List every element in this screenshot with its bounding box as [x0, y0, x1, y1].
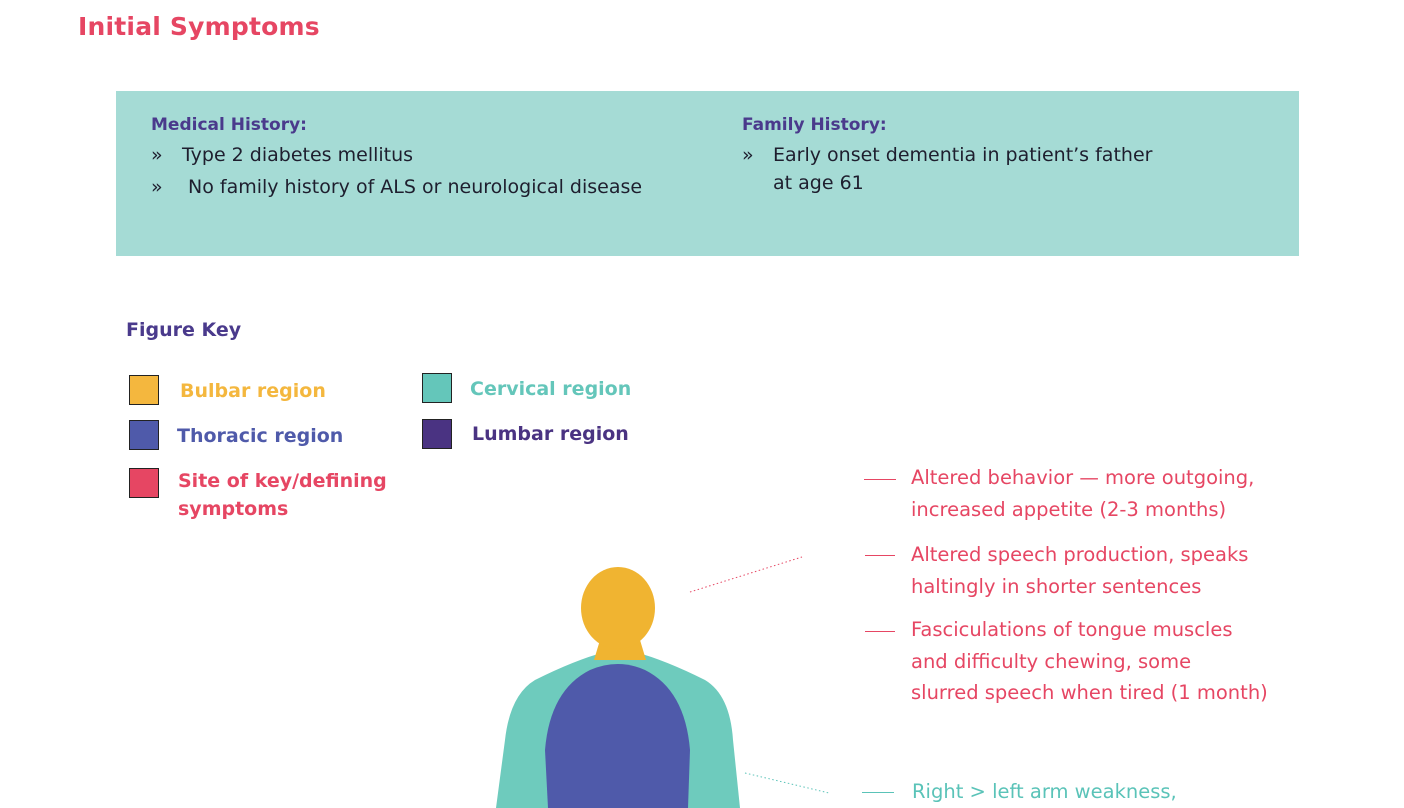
annotation-arm-weakness: Right > left arm weakness, — [912, 776, 1177, 808]
medical-history-heading: Medical History: — [151, 115, 307, 135]
bullet-marker: » — [742, 144, 754, 166]
annotation-rule — [865, 631, 895, 632]
annotation-line: Fasciculations of tongue muscles — [911, 618, 1233, 641]
site-swatch — [129, 468, 159, 498]
medical-history-item: » No family history of ALS or neurologic… — [151, 173, 721, 201]
annotation-speech: Altered speech production, speaks haltin… — [911, 539, 1248, 602]
cervical-label: Cervical region — [470, 378, 632, 400]
medical-history-item-text: Type 2 diabetes mellitus — [182, 144, 414, 166]
annotation-line: haltingly in shorter sentences — [911, 574, 1202, 598]
annotation-rule — [865, 555, 895, 556]
annotation-rule — [864, 479, 896, 480]
thoracic-region-shape — [545, 664, 690, 808]
site-label: Site of key/defining symptoms — [178, 470, 387, 520]
annotation-line: Right > left arm weakness, — [912, 780, 1177, 803]
family-history-column: Family History: » Early onset dementia i… — [742, 115, 1242, 201]
family-history-heading: Family History: — [742, 115, 887, 135]
thoracic-swatch — [129, 420, 159, 450]
thoracic-label: Thoracic region — [177, 425, 344, 447]
bulbar-label: Bulbar region — [180, 380, 326, 402]
lumbar-swatch — [422, 419, 452, 449]
family-history-item-text: Early onset dementia in patient’s father… — [773, 144, 1153, 194]
annotation-line: Altered behavior — more outgoing, — [911, 466, 1255, 489]
annotation-rule — [862, 792, 894, 793]
lumbar-label: Lumbar region — [472, 423, 629, 445]
bullet-marker: » — [151, 144, 163, 166]
annotation-line: slurred speech when tired (1 month) — [911, 681, 1268, 704]
cervical-swatch — [422, 373, 452, 403]
medical-history-item: » Type 2 diabetes mellitus — [151, 141, 721, 169]
head-shape — [581, 567, 655, 649]
bullet-marker: » — [151, 176, 163, 198]
history-panel: Medical History: » Type 2 diabetes melli… — [116, 91, 1299, 256]
annotation-fasciculations: Fasciculations of tongue muscles and dif… — [911, 614, 1268, 709]
annotation-line: and difficulty chewing, some — [911, 649, 1192, 673]
connector-dotted-teal — [744, 772, 830, 794]
family-history-item: » Early onset dementia in patient’s fath… — [742, 141, 1173, 197]
page-title: Initial Symptoms — [78, 12, 320, 41]
bulbar-swatch — [129, 375, 159, 405]
connector-dotted-red — [689, 556, 803, 593]
annotation-line: increased appetite (2-3 months) — [911, 497, 1227, 521]
annotation-line: Altered speech production, speaks — [911, 543, 1249, 566]
figure-key-title: Figure Key — [126, 319, 242, 341]
annotation-behavior: Altered behavior — more outgoing, increa… — [911, 462, 1254, 525]
medical-history-item-text: No family history of ALS or neurological… — [188, 176, 643, 198]
medical-history-column: Medical History: » Type 2 diabetes melli… — [151, 115, 721, 205]
